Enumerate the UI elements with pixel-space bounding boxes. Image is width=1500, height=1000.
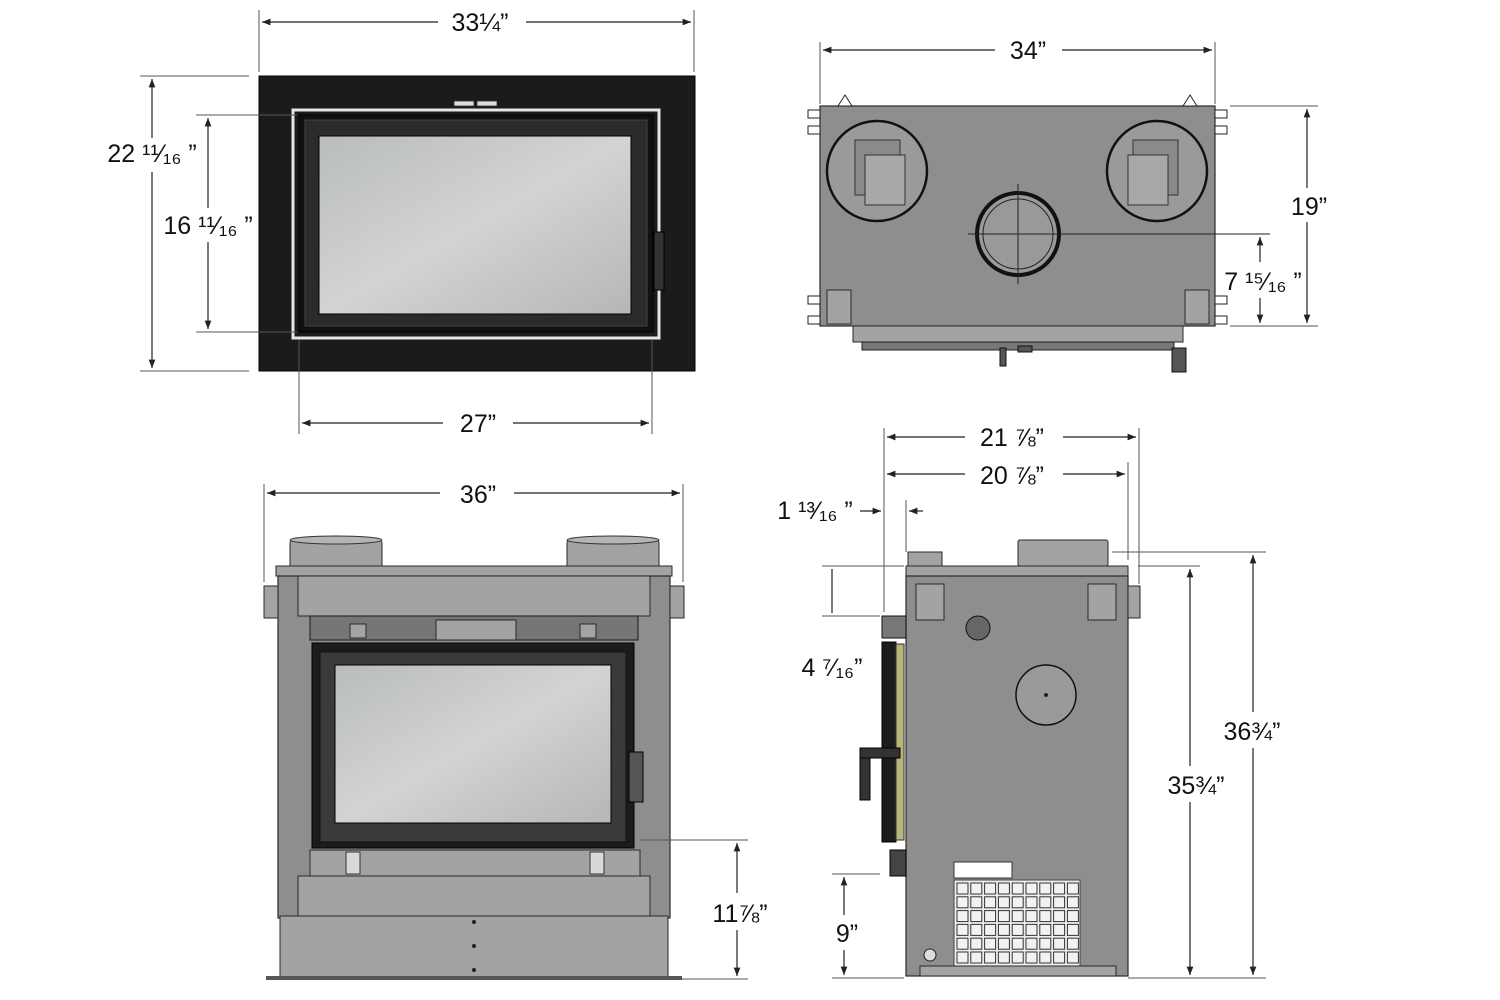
side-elevation-view: 21 ⅞” 20 ⅞” 1 ¹³⁄₁₆ ” 4 ⁷⁄₁₆” 36¾” 35¾”	[777, 424, 1281, 979]
side-grille	[953, 879, 1081, 967]
grille-cell	[1066, 923, 1079, 936]
grille-cell	[984, 923, 997, 936]
grille-cell	[956, 951, 969, 964]
grille-cell	[997, 882, 1010, 895]
grille-cell	[956, 910, 969, 923]
dim-side-overall-height: 36¾”	[1224, 718, 1281, 746]
front-face-view: 33¼” 22 ¹¹⁄₁₆ ” 16 ¹¹⁄₁₆ ” 27”	[107, 9, 696, 438]
grille-cell	[1066, 910, 1079, 923]
grille-cell	[997, 951, 1010, 964]
side-collar	[1017, 539, 1109, 567]
grille-cell	[1011, 882, 1024, 895]
grille-cell	[1025, 923, 1038, 936]
grille-cell	[1066, 896, 1079, 909]
grille-cell	[1039, 882, 1052, 895]
grille-cell	[1011, 896, 1024, 909]
grille-cell	[984, 882, 997, 895]
top-view: 34” 19” 7 ¹⁵⁄₁₆ ”	[807, 37, 1327, 373]
grille-cell	[1066, 882, 1079, 895]
grille-cell	[1053, 937, 1066, 950]
grille-cell	[1053, 951, 1066, 964]
dim-collar-offset: 4 ⁷⁄₁₆”	[802, 654, 863, 682]
dim-front-width: 36”	[460, 481, 496, 509]
grille-cell	[1053, 923, 1066, 936]
grille-cell	[984, 910, 997, 923]
dim-opening-width: 27”	[460, 410, 496, 438]
dim-top-width: 34”	[1010, 37, 1046, 65]
grille-cell	[997, 896, 1010, 909]
grille-cell	[1053, 896, 1066, 909]
grille-cell	[956, 896, 969, 909]
grille-cell	[1011, 923, 1024, 936]
grille-cell	[956, 923, 969, 936]
door-outline	[291, 108, 661, 340]
grille-cell	[1053, 882, 1066, 895]
grille-cell	[1025, 910, 1038, 923]
grille-cell	[1025, 951, 1038, 964]
top-vent	[453, 100, 475, 107]
grille-cell	[1039, 923, 1052, 936]
grille-cell	[970, 923, 983, 936]
grille-cell	[1053, 910, 1066, 923]
grille-cell	[1066, 951, 1079, 964]
grille-cell	[997, 937, 1010, 950]
grille-cell	[970, 882, 983, 895]
grille-cell	[1011, 937, 1024, 950]
dim-opening-height: 16 ¹¹⁄₁₆ ”	[163, 212, 252, 240]
grille-cell	[1025, 896, 1038, 909]
grille-cell	[1011, 951, 1024, 964]
front-elevation-view: 36” 11⅞”	[263, 481, 768, 980]
grille-cell	[984, 937, 997, 950]
dim-flue-offset: 7 ¹⁵⁄₁₆ ”	[1224, 268, 1302, 296]
dim-face-width: 33¼”	[452, 9, 509, 37]
dim-door-projection: 1 ¹³⁄₁₆ ”	[777, 497, 852, 525]
grille-cell	[997, 923, 1010, 936]
dim-face-height: 22 ¹¹⁄₁₆ ”	[107, 140, 196, 168]
grille-cell	[970, 910, 983, 923]
dim-leg-height: 9”	[836, 920, 858, 948]
door-handle	[653, 231, 665, 291]
grille-cell	[1039, 951, 1052, 964]
grille-cell	[1039, 937, 1052, 950]
dim-side-body-depth: 20 ⅞”	[980, 462, 1044, 490]
grille-cell	[1025, 937, 1038, 950]
grille-cell	[984, 951, 997, 964]
grille-cell	[1011, 910, 1024, 923]
front-glass	[334, 664, 612, 824]
grille-cell	[997, 910, 1010, 923]
grille-cell	[1039, 896, 1052, 909]
grille-cell	[956, 882, 969, 895]
grille-cell	[1066, 937, 1079, 950]
dim-glass-bottom-height: 11⅞”	[712, 900, 767, 928]
grille-cell	[970, 951, 983, 964]
grille-cell	[1039, 910, 1052, 923]
grille-cell	[970, 896, 983, 909]
grille-cell	[1025, 882, 1038, 895]
glass-panel	[318, 135, 632, 315]
grille-cell	[970, 937, 983, 950]
grille-cell	[956, 937, 969, 950]
dim-top-depth: 19”	[1291, 193, 1327, 221]
dim-side-body-height: 35¾”	[1168, 772, 1225, 800]
grille-cell	[984, 896, 997, 909]
dim-side-overall-depth: 21 ⅞”	[980, 424, 1044, 452]
